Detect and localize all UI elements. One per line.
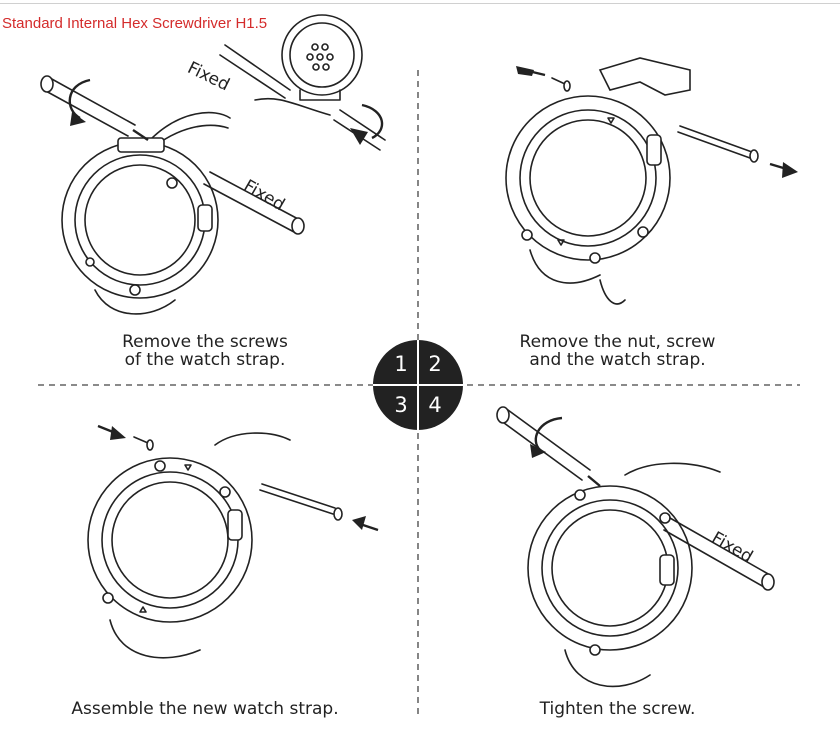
step4-caption: Tighten the screw.: [510, 700, 725, 718]
page-title: Standard Internal Hex Screwdriver H1.5: [2, 15, 268, 32]
step3-arrow-left: [352, 516, 366, 530]
step3-caption-line1: Assemble the new watch strap.: [71, 699, 339, 719]
step-number-3: 3: [394, 393, 408, 417]
step-number-4: 4: [428, 393, 442, 417]
step1-inset-watch-back: [219, 14, 386, 151]
step1-illustration: [40, 14, 386, 315]
step2-arrow-right: [782, 162, 798, 178]
step4-illustration: [496, 406, 775, 688]
step1-caption-line1: Remove the screws: [122, 332, 288, 352]
step2-caption: Remove the nut, screw and the watch stra…: [500, 333, 735, 369]
step1-caption: Remove the screws of the watch strap.: [95, 333, 315, 369]
step4-caption-line1: Tighten the screw.: [539, 699, 696, 719]
step3-illustration: [87, 424, 379, 659]
step4-fixed-tool: [663, 517, 775, 591]
step-number-2: 2: [428, 352, 442, 376]
step3-arrow-right: [110, 426, 126, 440]
step4-rotate-arrow: [534, 416, 563, 451]
step1-screwdriver-right: [203, 171, 305, 235]
badge-horizontal-divider: [373, 384, 463, 386]
step2-caption-line2: and the watch strap.: [529, 350, 706, 370]
step3-pin: [259, 483, 343, 521]
step-number-1: 1: [394, 352, 408, 376]
step2-caption-line1: Remove the nut, screw: [519, 332, 716, 352]
step2-screw: [551, 77, 571, 92]
step-number-badge: 1 2 3 4: [373, 340, 463, 430]
step1-caption-line2: of the watch strap.: [124, 350, 286, 370]
step3-caption: Assemble the new watch strap.: [40, 700, 370, 718]
step4-screwdriver: [496, 406, 601, 487]
step2-pin: [677, 125, 759, 163]
window-top-border: [0, 0, 840, 4]
step2-illustration: [505, 57, 798, 305]
step1-screwdriver-left: [40, 75, 149, 141]
step2-strap-piece: [598, 57, 691, 96]
step3-screw: [133, 436, 154, 451]
